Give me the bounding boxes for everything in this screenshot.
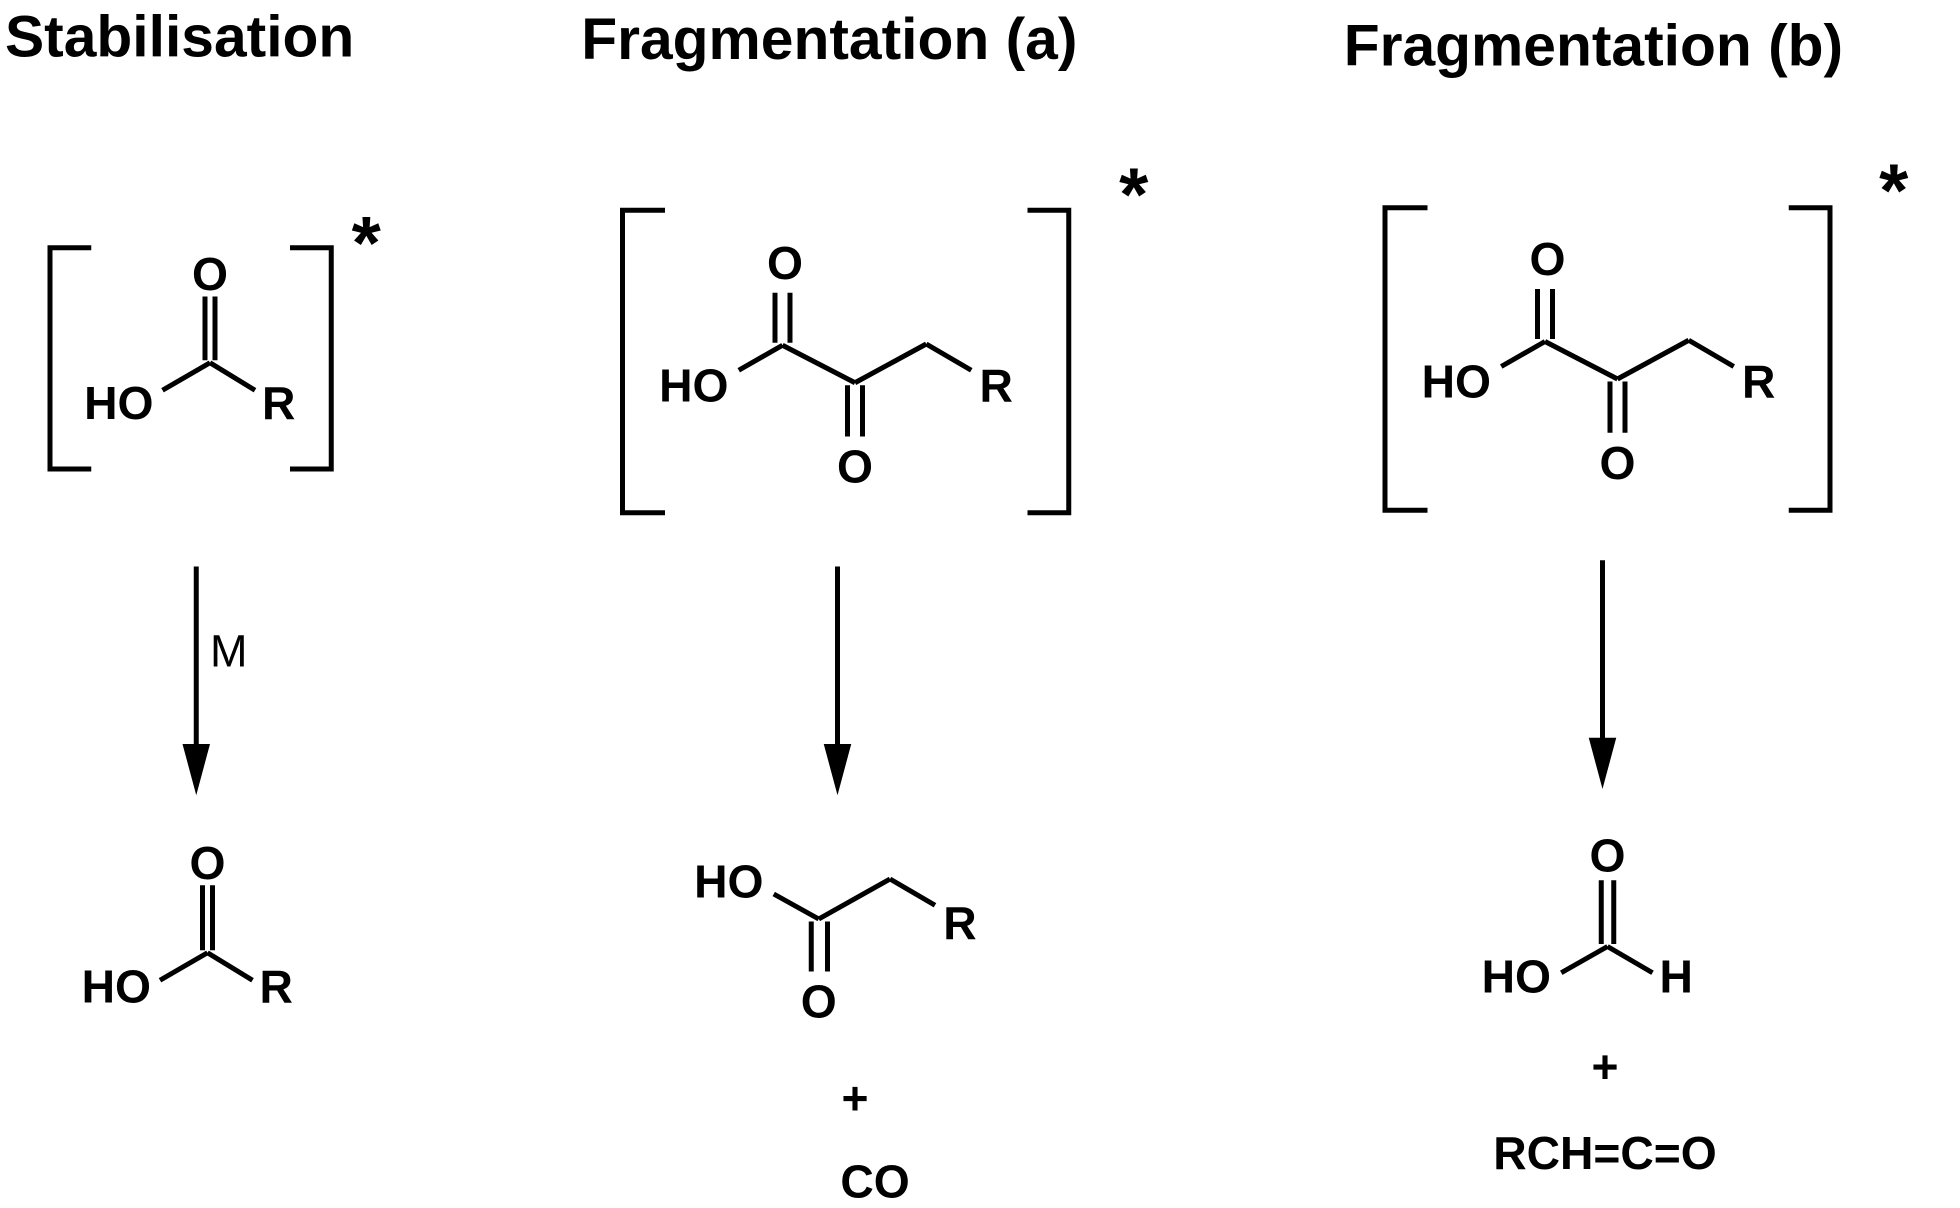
atom-o: O xyxy=(1590,829,1626,881)
right-bracket xyxy=(1027,207,1072,516)
product-carboxylic-acid: O HO R xyxy=(82,837,293,1013)
atom-o: O xyxy=(837,441,873,493)
atom-ho: HO xyxy=(1422,356,1491,408)
title-fragmentation-b: Fragmentation (b) xyxy=(1344,13,1843,78)
atom-o: O xyxy=(767,237,803,289)
plus-sign: + xyxy=(841,1072,868,1124)
atom-r: R xyxy=(943,897,976,949)
atom-ho: HO xyxy=(84,377,153,429)
atom-o: O xyxy=(190,837,226,889)
atom-o: O xyxy=(192,248,228,300)
atom-r: R xyxy=(980,359,1013,411)
atom-ho: HO xyxy=(694,856,763,908)
left-bracket xyxy=(620,207,665,516)
arrow-fragmentation-a xyxy=(823,566,852,796)
excited-state-asterisk: * xyxy=(1879,149,1909,233)
excited-state-asterisk: * xyxy=(1119,152,1149,236)
excited-carboxylic-acid: * O HO R xyxy=(47,201,382,472)
atom-ho: HO xyxy=(1482,951,1551,1003)
arrow-label-m: M xyxy=(210,626,248,677)
atom-o: O xyxy=(801,976,837,1028)
right-bracket xyxy=(290,245,334,472)
atom-o: O xyxy=(1600,437,1636,489)
byproduct-ketene: RCH=C=O xyxy=(1493,1127,1717,1179)
atom-r: R xyxy=(1742,356,1775,408)
atom-r: R xyxy=(260,961,293,1013)
atom-ho: HO xyxy=(659,359,728,411)
atom-o: O xyxy=(1530,233,1566,285)
title-stabilisation: Stabilisation xyxy=(5,5,354,70)
excited-keto-acid-b: * O O HO R xyxy=(1382,149,1909,513)
excited-state-asterisk: * xyxy=(352,201,382,285)
excited-keto-acid-a: * O O HO R xyxy=(620,152,1149,516)
atom-h: H xyxy=(1660,951,1693,1003)
arrow-stabilisation: M xyxy=(182,566,248,796)
plus-sign: + xyxy=(1591,1041,1618,1093)
product-acid-a: HO R O + CO xyxy=(694,856,977,1208)
atom-ho: HO xyxy=(82,961,151,1013)
left-bracket xyxy=(1382,205,1428,513)
arrow-fragmentation-b xyxy=(1588,560,1617,789)
right-bracket xyxy=(1788,205,1833,513)
title-fragmentation-a: Fragmentation (a) xyxy=(581,7,1077,72)
byproduct-co: CO xyxy=(840,1156,909,1208)
atom-r: R xyxy=(262,377,295,429)
product-formic-acid: O HO H + RCH=C=O xyxy=(1482,829,1717,1179)
left-bracket xyxy=(47,245,92,472)
